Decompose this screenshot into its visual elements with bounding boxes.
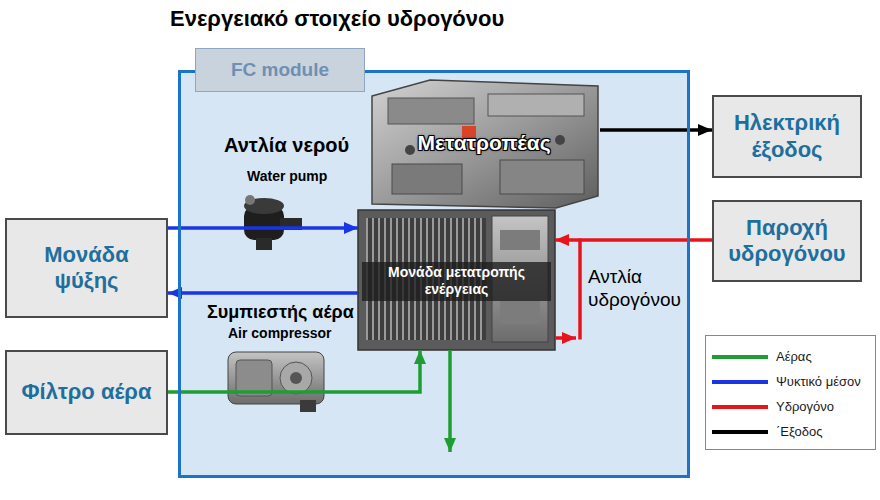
hydrogen-recirculation-line — [578, 239, 582, 340]
node-text-column: Φίλτρο αέρα — [22, 379, 152, 405]
cooling-box: Μονάδα ψύξης — [5, 218, 168, 318]
node-label: Παροχή υδρογόνου — [720, 215, 854, 268]
node-label: Μετατροπέας — [417, 131, 550, 155]
legend-label: Ψυκτικό μέσον — [776, 374, 861, 389]
node-text-column: Παροχή υδρογόνου — [720, 215, 854, 268]
stack-part: Μονάδα μετατροπής ενέργειας — [358, 212, 555, 350]
node-label: Μονάδα μετατροπής ενέργειας — [362, 262, 551, 301]
hydrogen-recirculation-line — [555, 336, 576, 340]
stack-illustration — [358, 210, 555, 350]
node-text-column: Μονάδα μετατροπής ενέργειας — [362, 262, 551, 301]
node-label: Μονάδα ψύξης — [27, 242, 147, 295]
node-text-column: Ηλεκτρική έξοδος — [722, 110, 852, 163]
converter-illustration — [372, 80, 598, 208]
legend-label: Υδρογόνο — [776, 399, 834, 414]
flow-connector — [168, 350, 420, 392]
output-box: Ηλεκτρική έξοδος — [712, 95, 862, 178]
part-name: Συμπιεστής αέρα — [207, 302, 354, 324]
water-pump-illustration — [244, 195, 302, 250]
legend-row: Υδρογόνο — [712, 394, 869, 419]
node-label: Φίλτρο αέρα — [22, 379, 152, 405]
exhaust-line — [448, 350, 452, 452]
legend-line-sample — [712, 355, 768, 359]
legend-row: Ψυκτικό μέσον — [712, 369, 869, 394]
supply-box: Παροχή υδρογόνου — [712, 200, 862, 282]
part-name: Αντλία νερού — [224, 133, 349, 157]
module-tab: FC module — [195, 48, 365, 92]
legend-label: Αέρας — [776, 349, 812, 364]
legend-line-sample — [712, 380, 768, 384]
module-name: FC module — [231, 59, 329, 81]
legend-line-sample — [712, 430, 768, 434]
diagram-title: Ενεργειακό στοιχείο υδρογόνου — [170, 6, 504, 32]
legend-line-sample — [712, 405, 768, 409]
legend-row: Αέρας — [712, 344, 869, 369]
converter-part: Μετατροπέας — [368, 78, 600, 208]
legend-row: ΄Εξοδος — [712, 419, 869, 444]
part-name: Water pump — [247, 168, 327, 185]
flow-connector — [168, 291, 358, 295]
legend-box: ΑέραςΨυκτικό μέσονΥδρογόνο ΄Εξοδος — [705, 335, 876, 450]
node-text-column: Μονάδα ψύξης — [27, 242, 147, 295]
flow-connector — [168, 226, 358, 230]
flow-connector — [600, 128, 712, 132]
node-label: Ηλεκτρική έξοδος — [722, 110, 852, 163]
node-text-column: Μετατροπέας — [417, 131, 550, 155]
filter-box: Φίλτρο αέρα — [5, 350, 168, 435]
part-name: Air compressor — [228, 325, 331, 342]
legend-label: ΄Εξοδος — [776, 424, 822, 439]
part-name: Αντλία υδρογόνου — [588, 266, 688, 312]
air-compressor-illustration — [228, 352, 324, 412]
